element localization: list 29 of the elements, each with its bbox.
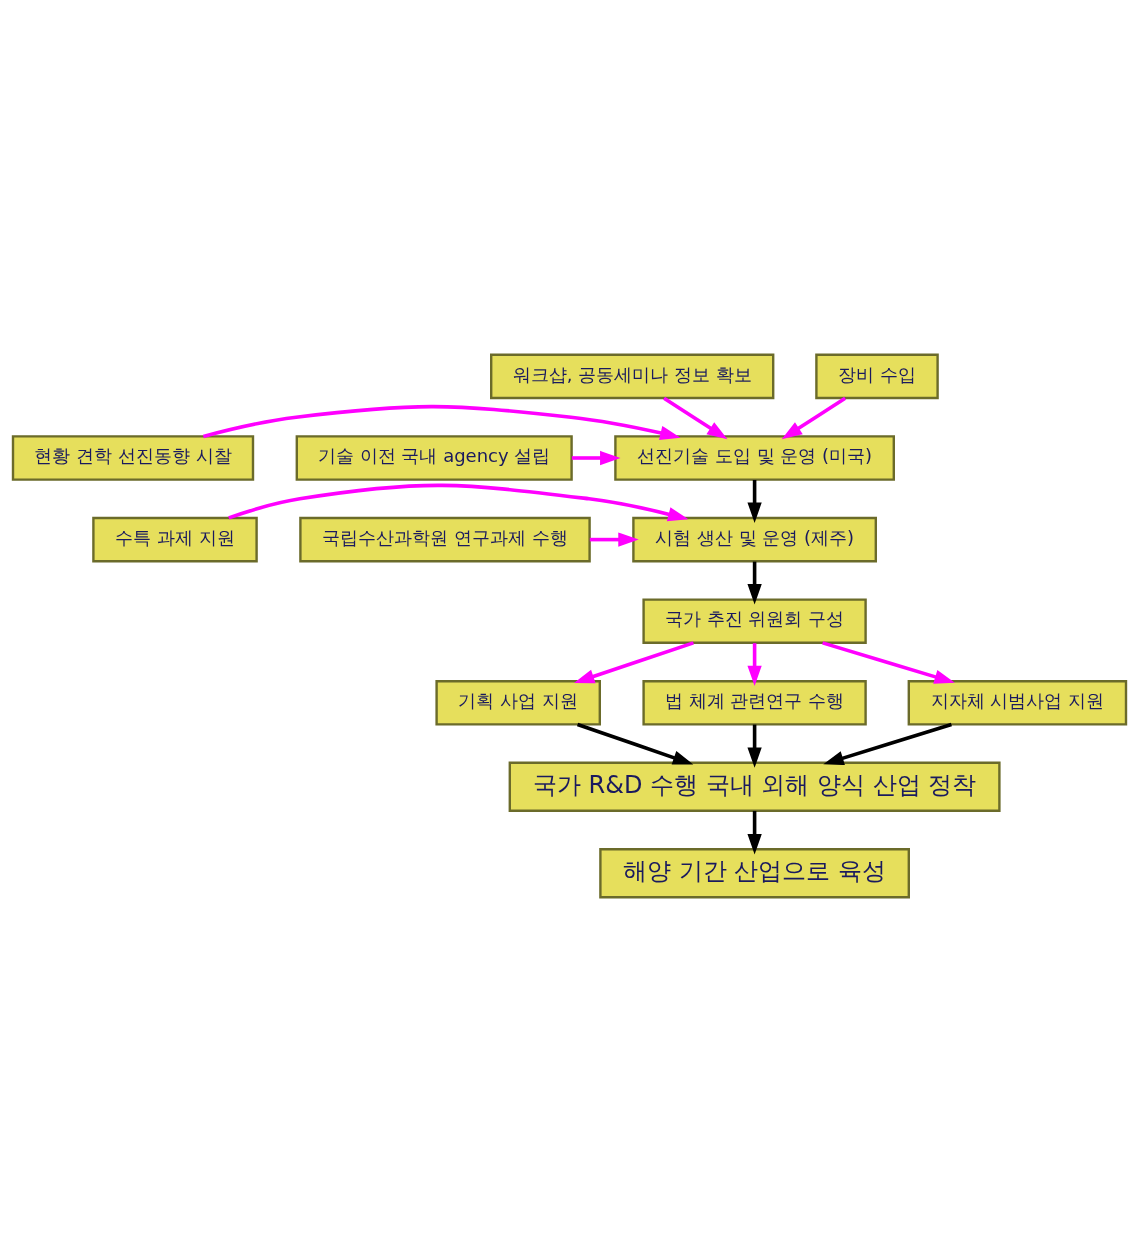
arrow <box>781 396 847 439</box>
arrow <box>747 810 762 855</box>
arrow <box>228 483 689 521</box>
node-box: 현황 견학 선진동향 시찰 <box>11 434 255 481</box>
node-box: 선진기술 도입 및 운영 (미국) <box>614 434 895 481</box>
node-box: 국가 추진 위원회 구성 <box>642 597 867 644</box>
arrow <box>823 722 952 765</box>
node-box: 기술 이전 국내 agency 설립 <box>295 434 573 481</box>
node-box: 기획 사업 지원 <box>435 679 601 726</box>
arrow <box>589 531 639 547</box>
node-box: 국립수산과학원 연구과제 수행 <box>299 516 591 562</box>
arrow <box>747 642 762 686</box>
arrow <box>573 640 694 683</box>
arrow <box>747 561 762 604</box>
arrow <box>822 640 955 684</box>
node-box: 법 체계 관련연구 수행 <box>642 679 867 726</box>
arrow <box>571 450 621 465</box>
arrow <box>663 396 728 439</box>
node-box: 국가 R&D 수행 국내 외해 양식 산업 정착 <box>508 761 1001 812</box>
arrow <box>747 724 762 768</box>
node-box: 수특 과제 지원 <box>92 516 258 562</box>
node-box: 장비 수입 <box>815 353 939 399</box>
arrow <box>202 404 681 440</box>
arrow <box>576 722 694 765</box>
node-box: 시험 생산 및 운영 (제주) <box>632 516 877 562</box>
node-box: 워크샵, 공동세미나 정보 확보 <box>490 353 775 399</box>
node-box: 지자체 시범사업 지원 <box>907 679 1128 726</box>
node-box: 해양 기간 산업으로 육성 <box>599 847 910 898</box>
arrow <box>747 479 762 523</box>
